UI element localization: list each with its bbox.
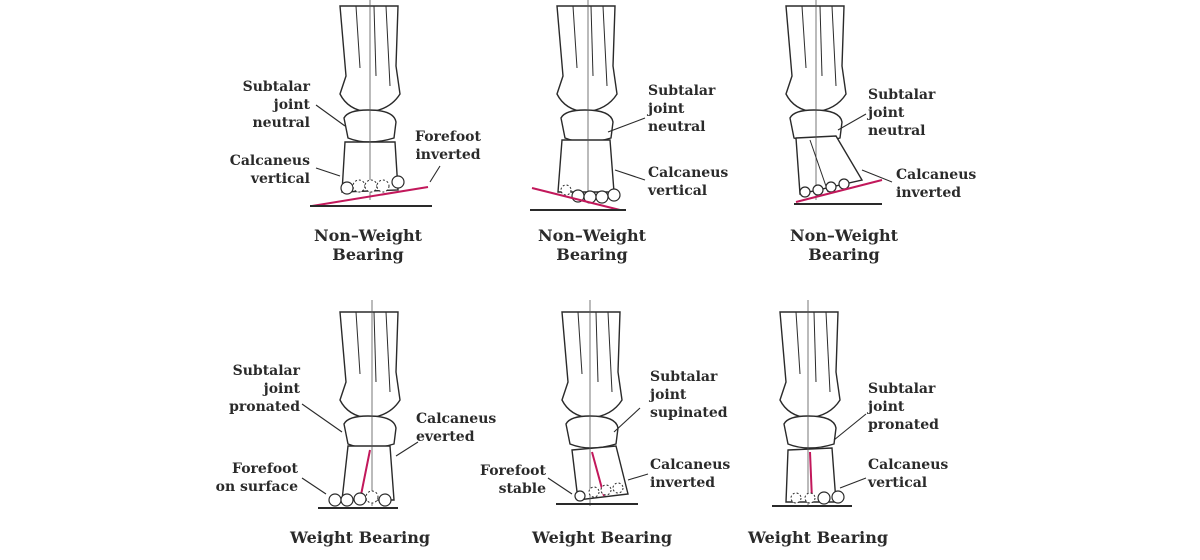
- caption-bottom-2: Weight Bearing: [531, 528, 673, 547]
- panel-bottom-2: [547, 300, 649, 506]
- calcaneus-axis-line: [809, 451, 813, 501]
- panel-top-3: [785, 0, 893, 205]
- caption-bottom-1: Weight Bearing: [289, 528, 431, 547]
- panel-top-1: [310, 0, 441, 207]
- caption-bottom-3: Weight Bearing: [747, 528, 889, 547]
- forefoot-plane-line: [311, 186, 429, 207]
- panel-bottom-1: [301, 300, 419, 509]
- forefoot-plane-line: [795, 179, 883, 203]
- forefoot-plane-line: [531, 187, 621, 211]
- panel-bottom-3: [772, 300, 867, 507]
- panel-top-2: [530, 0, 646, 211]
- calcaneus-axis-line: [359, 449, 371, 501]
